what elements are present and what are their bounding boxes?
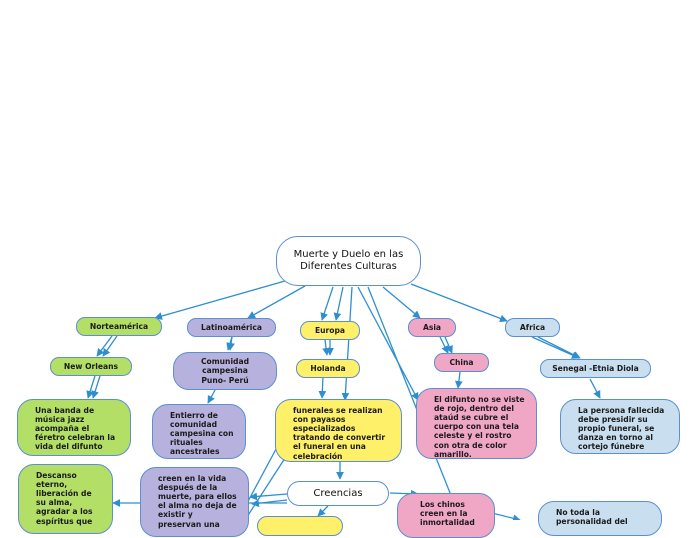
europa-belief-node[interactable] bbox=[257, 516, 343, 536]
asia-label: Asia bbox=[422, 322, 442, 332]
creencias-label: Creencias bbox=[313, 487, 363, 499]
connector bbox=[247, 285, 306, 319]
no-toda-node[interactable]: No toda la personalidad del bbox=[538, 501, 662, 536]
holanda-description: funerales se realizan con payasos especi… bbox=[293, 406, 386, 461]
connector bbox=[357, 286, 419, 401]
descanso-eterno-node[interactable]: Descanso eterno, liberación de su alma, … bbox=[18, 464, 113, 534]
connector bbox=[333, 286, 344, 321]
china-description-node[interactable]: El difunto no se viste de rojo, dentro d… bbox=[416, 388, 537, 459]
puno-node[interactable]: Comunidad campesina Puno- Perú bbox=[173, 352, 277, 390]
africa-label: Africa bbox=[519, 322, 546, 332]
holanda-description-node[interactable]: funerales se realizan con payasos especi… bbox=[275, 399, 402, 462]
connector bbox=[537, 336, 581, 359]
main-topic-text: Muerte y Duelo en las Diferentes Cultura… bbox=[293, 249, 404, 272]
china-node[interactable]: China bbox=[434, 353, 489, 372]
connector bbox=[589, 378, 601, 399]
connector bbox=[318, 376, 327, 399]
connector bbox=[320, 286, 334, 321]
connector bbox=[455, 371, 463, 389]
senegal-node[interactable]: Senegal -Etnia Diola bbox=[540, 359, 651, 378]
connector bbox=[439, 336, 449, 354]
connector bbox=[227, 336, 235, 351]
holanda-label: Holanda bbox=[310, 363, 346, 373]
latinoamerica-node[interactable]: Latinoamérica bbox=[187, 318, 276, 337]
connector bbox=[207, 389, 216, 404]
senegal-label: Senegal -Etnia Diola bbox=[552, 363, 639, 373]
new-orleans-description: Una banda de música jazz acompaña el fér… bbox=[35, 406, 116, 452]
creencias-node[interactable]: Creencias bbox=[287, 481, 389, 506]
connector bbox=[531, 336, 580, 359]
connector bbox=[86, 375, 96, 399]
europa-node[interactable]: Europa bbox=[300, 321, 360, 340]
senegal-description-node[interactable]: La persona fallecida debe presidir su pr… bbox=[560, 399, 680, 454]
new-orleans-node[interactable]: New Orleans bbox=[50, 357, 132, 376]
connector bbox=[96, 335, 113, 357]
china-label: China bbox=[449, 357, 474, 367]
connector bbox=[91, 375, 101, 399]
connector bbox=[341, 286, 353, 401]
holanda-node[interactable]: Holanda bbox=[296, 359, 360, 378]
connector bbox=[367, 286, 462, 519]
connector bbox=[249, 492, 288, 501]
senegal-description: La persona fallecida debe presidir su pr… bbox=[578, 406, 665, 452]
latinoamerica-label: Latinoamérica bbox=[201, 322, 262, 332]
chinos-creen-node[interactable]: Los chinos creen en la inmortalidad bbox=[397, 493, 495, 538]
descanso-eterno-text: Descanso eterno, liberación de su alma, … bbox=[36, 471, 93, 526]
norteamerica-label: Norteamérica bbox=[89, 321, 149, 331]
creen-vida-node[interactable]: creen en la vida después de la muerte, p… bbox=[140, 467, 249, 537]
connector bbox=[382, 286, 421, 319]
new-orleans-description-node[interactable]: Una banda de música jazz acompaña el fér… bbox=[17, 399, 131, 456]
connector bbox=[154, 280, 286, 320]
chinos-creen-text: Los chinos creen en la inmortalidad bbox=[420, 500, 475, 528]
connector bbox=[410, 283, 508, 323]
puno-description-node[interactable]: Entierro de comunidad campesina con ritu… bbox=[152, 404, 246, 459]
new-orleans-label: New Orleans bbox=[63, 361, 119, 371]
puno-label: Comunidad campesina Puno- Perú bbox=[200, 357, 250, 385]
puno-description: Entierro de comunidad campesina con ritu… bbox=[170, 411, 234, 457]
europa-label: Europa bbox=[314, 325, 346, 335]
connector bbox=[317, 505, 329, 517]
connector bbox=[244, 454, 288, 520]
connector bbox=[322, 339, 330, 356]
main-topic-node[interactable]: Muerte y Duelo en las Diferentes Cultura… bbox=[276, 236, 421, 286]
norteamerica-node[interactable]: Norteamérica bbox=[76, 317, 162, 336]
africa-node[interactable]: Africa bbox=[505, 318, 560, 337]
connector bbox=[102, 335, 118, 357]
asia-node[interactable]: Asia bbox=[408, 318, 456, 337]
no-toda-text: No toda la personalidad del bbox=[556, 508, 628, 527]
creen-vida-text: creen en la vida después de la muerte, p… bbox=[158, 474, 237, 529]
china-description: El difunto no se viste de rojo, dentro d… bbox=[434, 395, 525, 459]
connector bbox=[444, 336, 453, 354]
